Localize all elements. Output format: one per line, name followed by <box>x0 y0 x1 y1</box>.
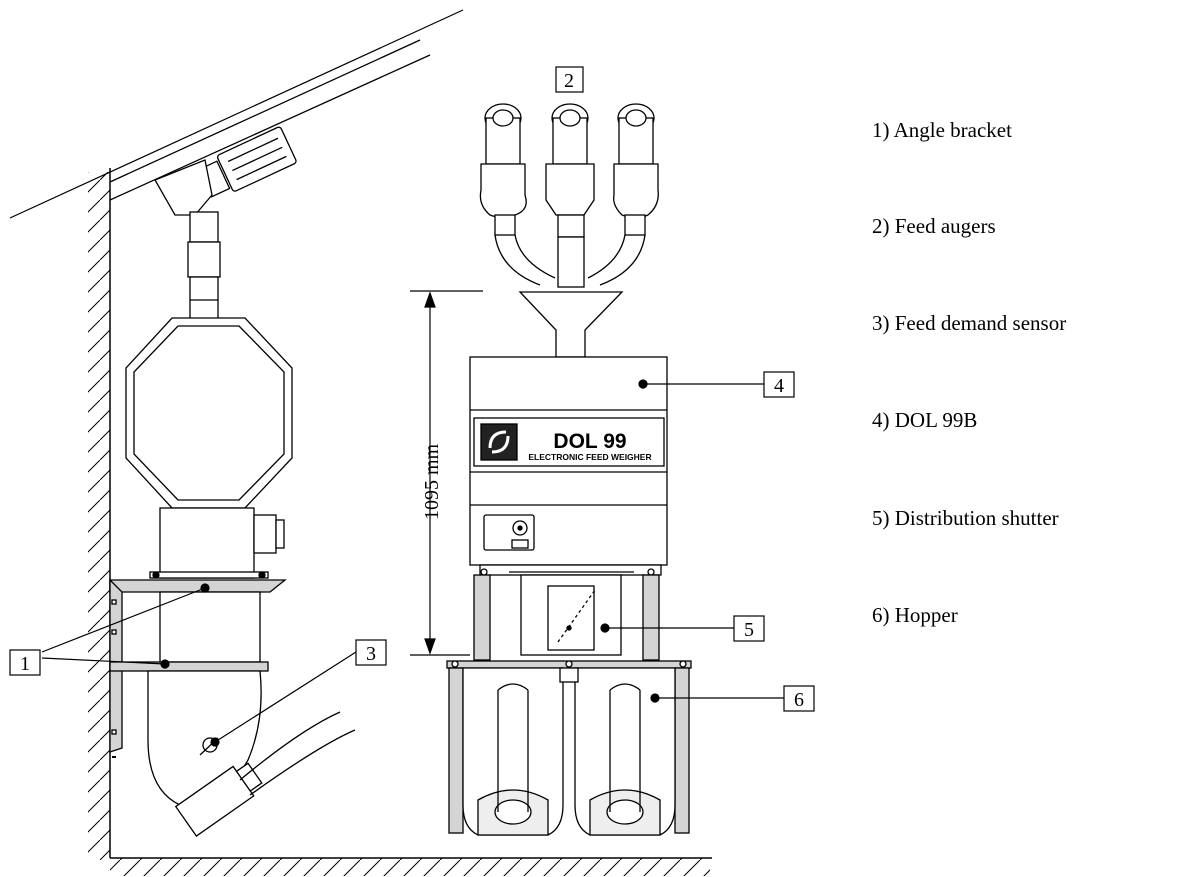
side-view-installation <box>109 39 431 837</box>
callout-3-label: 3 <box>366 643 376 665</box>
callout-1-label: 1 <box>20 653 30 675</box>
callout-4: 4 <box>763 371 795 398</box>
feed-auger-left <box>479 103 527 236</box>
callout-1: 1 <box>9 649 41 676</box>
callout-2: 2 <box>555 66 584 93</box>
legend-item-dol-99b: 4) DOL 99B <box>872 408 978 432</box>
feed-auger-middle <box>545 103 595 238</box>
floor <box>110 857 712 876</box>
legend-item-feed-augers: 2) Feed augers <box>872 214 996 238</box>
callout-2-label: 2 <box>564 70 574 92</box>
wall-left <box>88 168 111 860</box>
legend: 1) Angle bracket 2) Feed augers 3) Feed … <box>872 0 1182 877</box>
legend-item-distribution-shutter: 5) Distribution shutter <box>872 506 1059 530</box>
callout-5-label: 5 <box>744 619 754 641</box>
feed-auger-right <box>613 103 659 236</box>
callout-6: 6 <box>783 685 815 712</box>
device-title: DOL 99 <box>553 430 626 453</box>
dimension-line <box>410 290 483 656</box>
callout-6-label: 6 <box>794 689 804 711</box>
callout-4-label: 4 <box>774 375 784 397</box>
legend-item-feed-demand-sensor: 3) Feed demand sensor <box>872 311 1067 335</box>
legend-item-angle-bracket: 1) Angle bracket <box>872 118 1012 142</box>
front-view-installation <box>446 103 692 836</box>
callout-3: 3 <box>355 639 387 666</box>
callout-5: 5 <box>733 615 765 642</box>
roof-line <box>9 9 464 219</box>
callout-leaders <box>41 379 784 747</box>
legend-item-hopper: 6) Hopper <box>872 603 958 627</box>
dimension-label: 1095 mm <box>421 443 443 520</box>
device-subtitle: ELECTRONIC FEED WEIGHER <box>528 452 651 462</box>
